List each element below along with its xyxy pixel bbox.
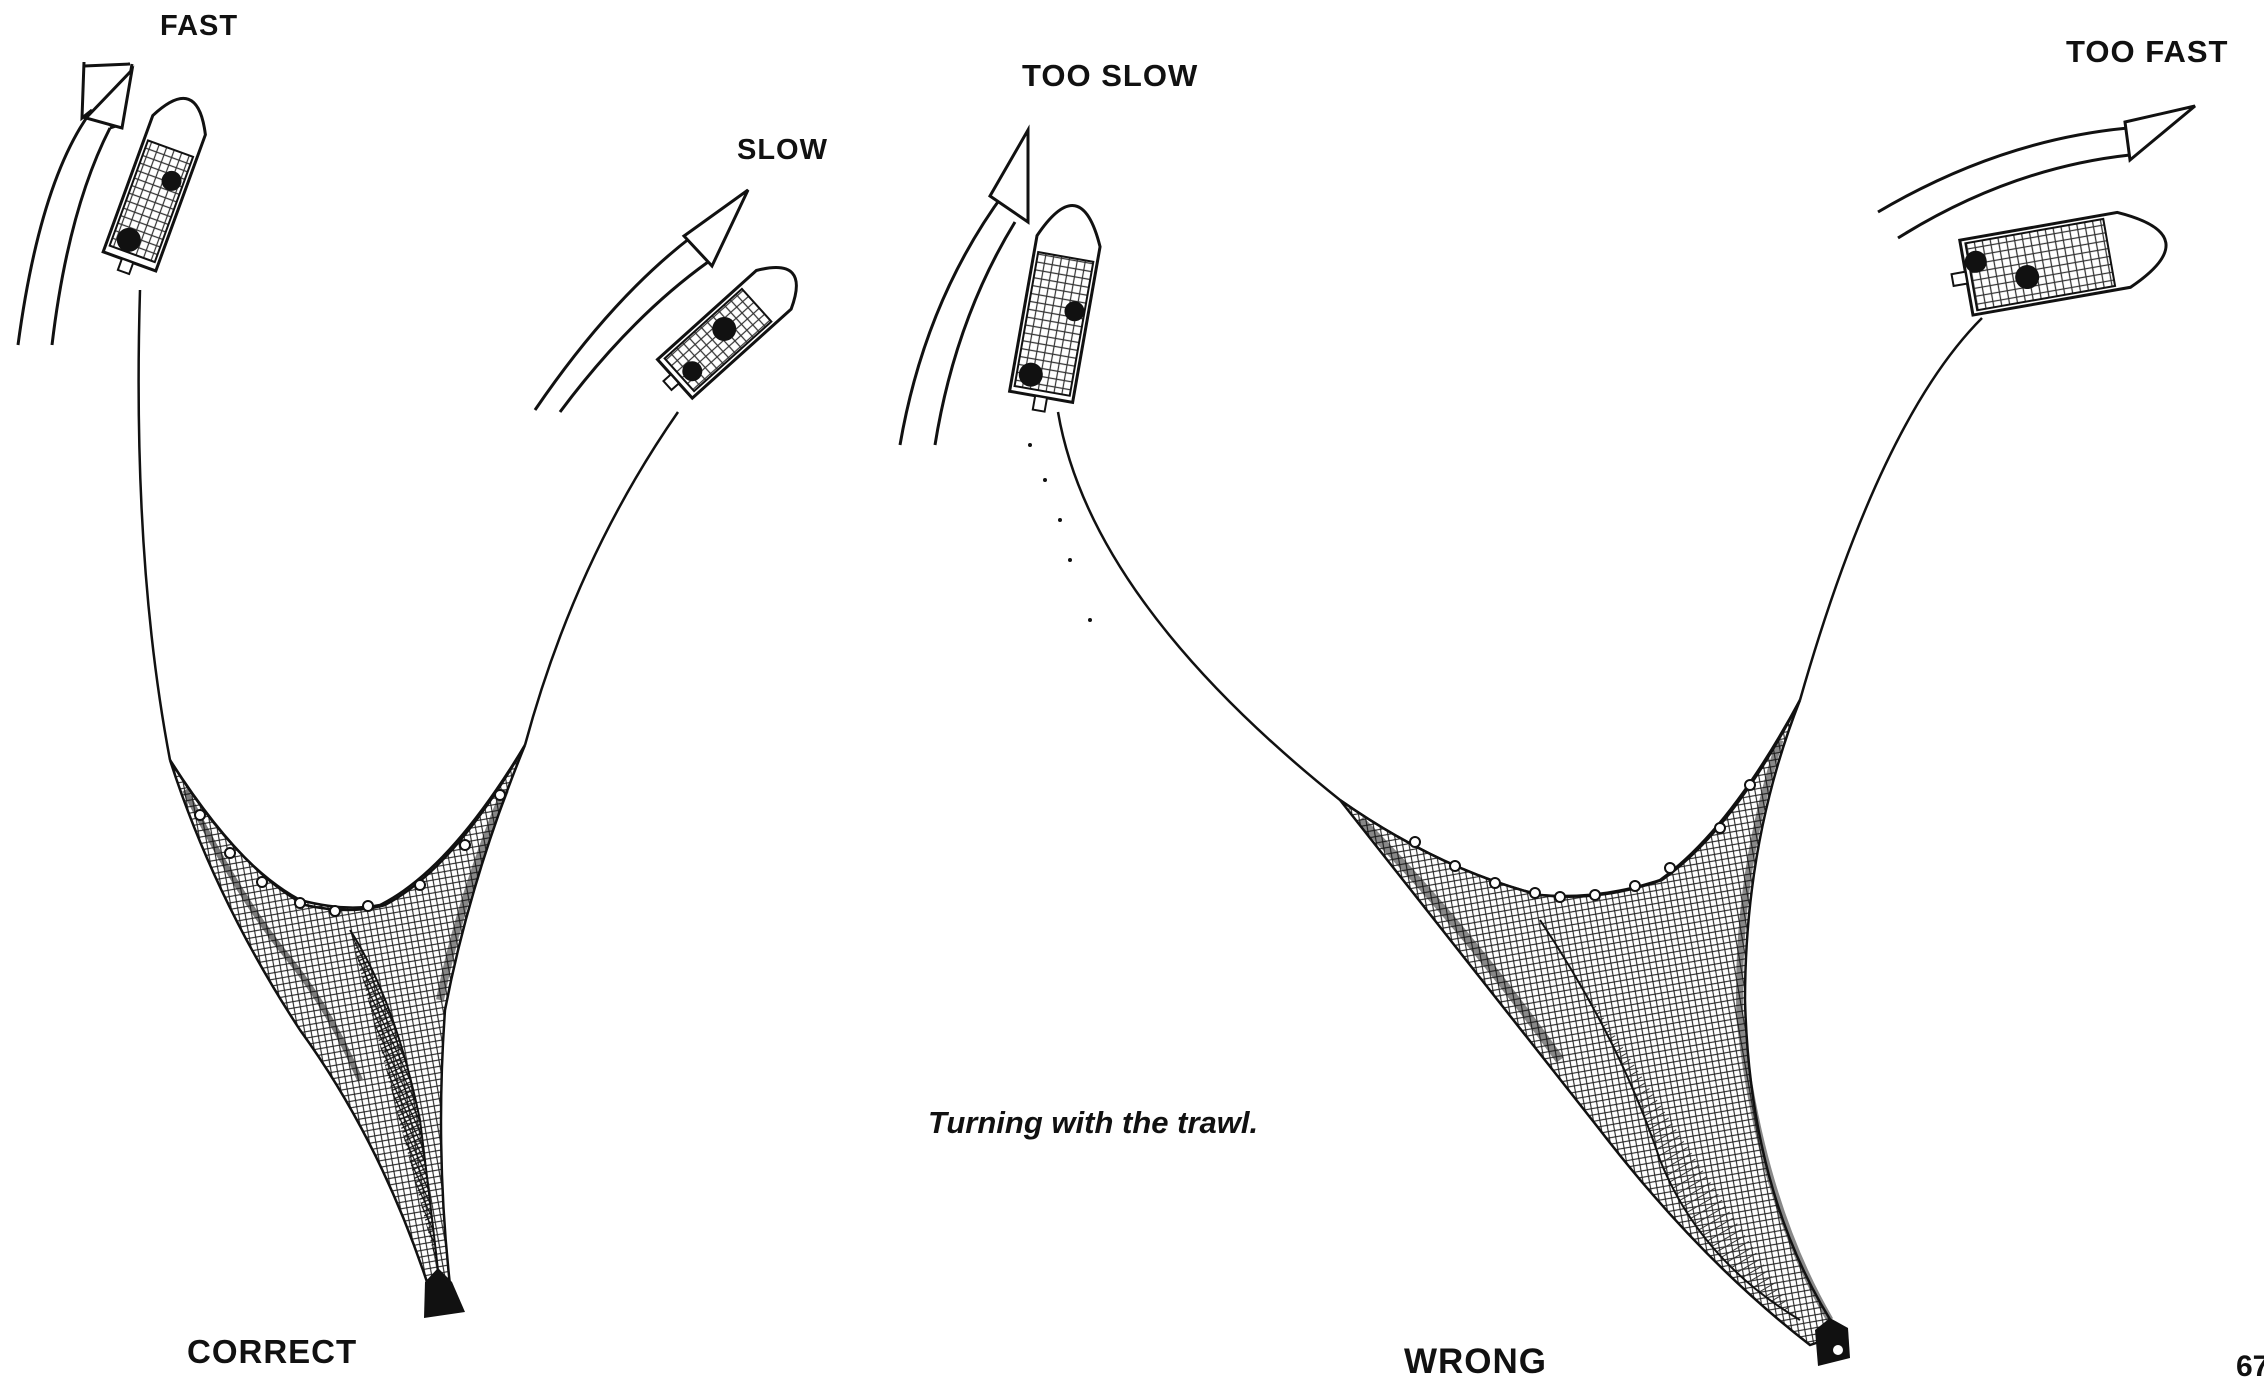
figure-caption: Turning with the trawl. — [928, 1105, 1258, 1141]
too-slow-boat-icon — [1007, 200, 1106, 416]
wrong-scene — [900, 106, 2195, 1366]
too-fast-warp-line — [1800, 318, 1982, 700]
fast-label: FAST — [160, 10, 238, 43]
too-slow-arrowhead-icon — [990, 130, 1028, 222]
too-slow-wake — [1028, 443, 1092, 622]
slow-warp-line — [525, 412, 678, 745]
too-slow-arrow-icon — [900, 192, 1015, 445]
fast-warp-line — [139, 290, 170, 760]
correct-scene — [18, 62, 810, 1318]
slow-label: SLOW — [737, 134, 828, 167]
page-number: 67 — [2236, 1350, 2264, 1384]
fast-arrowhead-icon — [86, 70, 132, 128]
too-slow-warp-line — [1058, 412, 1340, 800]
wrong-label: WRONG — [1404, 1342, 1547, 1382]
too-fast-label: TOO FAST — [2066, 34, 2228, 70]
too-fast-boat-icon — [1946, 205, 2172, 317]
correct-label: CORRECT — [187, 1333, 357, 1371]
slow-arrowhead-icon — [684, 190, 748, 266]
too-slow-label: TOO SLOW — [1022, 58, 1198, 94]
too-fast-arrowhead-icon — [2125, 106, 2195, 160]
slow-boat-icon — [650, 254, 810, 405]
